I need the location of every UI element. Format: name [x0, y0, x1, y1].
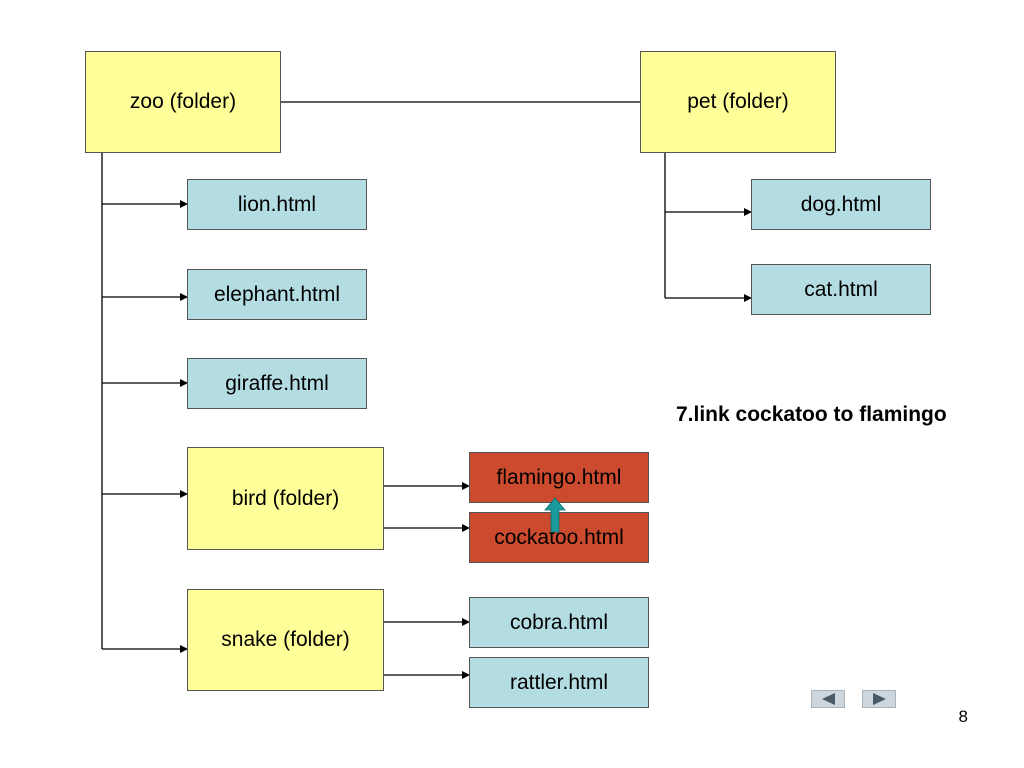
rattler-file-label: rattler.html: [509, 670, 609, 694]
previous-slide-button[interactable]: [811, 690, 845, 708]
dog-file-label: dog.html: [800, 192, 882, 216]
pet-folder-node: pet (folder): [640, 51, 836, 153]
link-arrow-icon: [544, 497, 566, 533]
elephant-file-label: elephant.html: [213, 282, 341, 306]
next-slide-button[interactable]: [862, 690, 896, 708]
cobra-file-node: cobra.html: [469, 597, 649, 648]
zoo-folder-node: zoo (folder): [85, 51, 281, 153]
dog-file-node: dog.html: [751, 179, 931, 230]
giraffe-file-node: giraffe.html: [187, 358, 367, 409]
cobra-file-label: cobra.html: [509, 610, 609, 634]
snake-folder-node: snake (folder): [187, 589, 384, 691]
lion-file-node: lion.html: [187, 179, 367, 230]
cat-file-node: cat.html: [751, 264, 931, 315]
snake-folder-label: snake (folder): [221, 628, 350, 651]
bird-folder-label: bird (folder): [231, 486, 340, 510]
rattler-file-node: rattler.html: [469, 657, 649, 708]
bird-folder-node: bird (folder): [187, 447, 384, 550]
flamingo-file-node: flamingo.html: [469, 452, 649, 503]
cat-file-label: cat.html: [804, 277, 878, 301]
triangle-right-icon: [872, 693, 886, 705]
zoo-folder-label: zoo (folder): [129, 90, 237, 113]
page-number: 8: [958, 707, 968, 726]
cockatoo-file-label: cockatoo.html: [494, 525, 624, 549]
giraffe-file-label: giraffe.html: [225, 371, 329, 395]
slide-caption: 7.link cockatoo to flamingo: [676, 403, 947, 426]
pet-folder-label: pet (folder): [687, 90, 789, 113]
flamingo-file-label: flamingo.html: [496, 465, 622, 489]
lion-file-label: lion.html: [237, 192, 317, 216]
elephant-file-node: elephant.html: [187, 269, 367, 320]
triangle-left-icon: [821, 693, 835, 705]
